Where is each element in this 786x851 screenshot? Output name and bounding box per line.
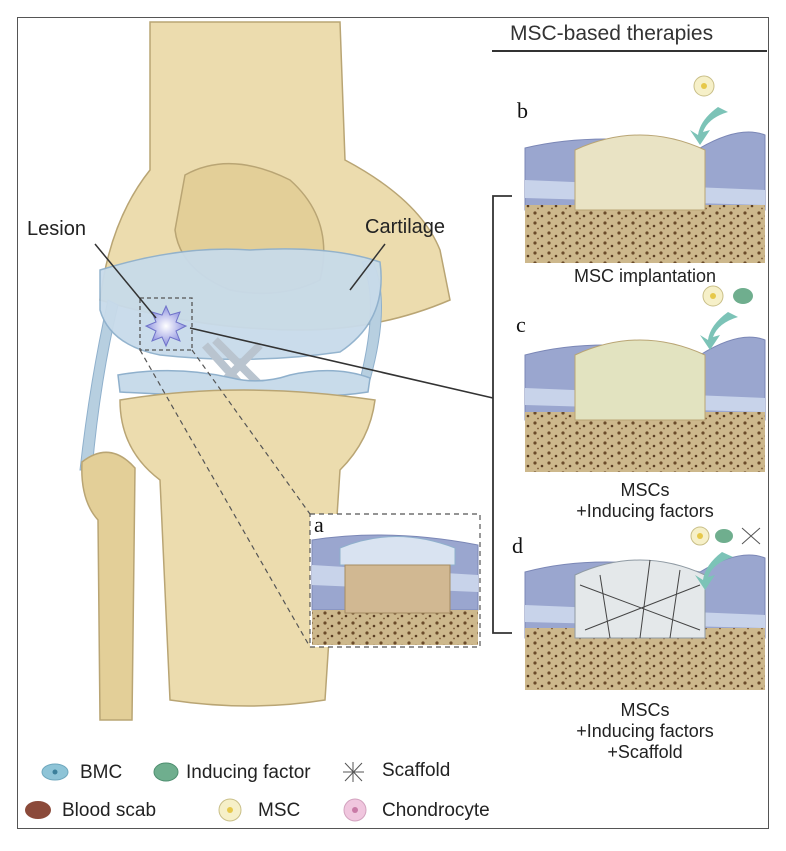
panel-c-caption: MSCs +Inducing factors [576,480,714,521]
fibula [81,451,136,721]
lesion-box [139,297,193,351]
legend-bmc-label: BMC [80,762,123,783]
legend-scaffold-label: Scaffold [382,760,451,781]
chondrocyte-icon [343,798,367,822]
panel-d-letter: d [512,533,523,558]
panel-a-graphic [309,513,481,648]
msc-icon [218,798,242,822]
legend-inducing-factor-label: Inducing factor [186,762,311,783]
legend-chondrocyte-label: Chondrocyte [382,800,490,821]
panel-b-graphic [524,75,766,263]
blood-scab-icon [25,801,51,819]
lesion-connector [189,327,494,399]
legend-blood-scab-label: Blood scab [62,800,157,821]
panel-b-letter: b [517,98,528,123]
lesion [144,304,188,348]
panel-b-caption: MSC implantation [573,266,717,286]
femoral-cartilage [99,248,382,361]
cartilage-pointer [349,243,386,291]
panel-d-caption: MSCs +Inducing factors +Scaffold [576,700,714,762]
lesion-label: Lesion [27,218,86,240]
header-title: MSC-based therapies [510,22,714,45]
panel-c-letter: c [516,312,526,337]
scaffold-icon [343,762,364,782]
panel-a-letter: a [314,512,324,537]
cartilage-label: Cartilage [365,216,446,238]
legend-msc-label: MSC [258,800,301,821]
panel-c-graphic [524,285,766,472]
panel-d-graphic [524,526,766,690]
inducing-factor-icon [153,762,179,782]
therapies-bracket [492,195,512,634]
lesion-pointer [94,243,157,319]
bmc-icon [41,763,69,781]
header-rule [492,50,767,52]
